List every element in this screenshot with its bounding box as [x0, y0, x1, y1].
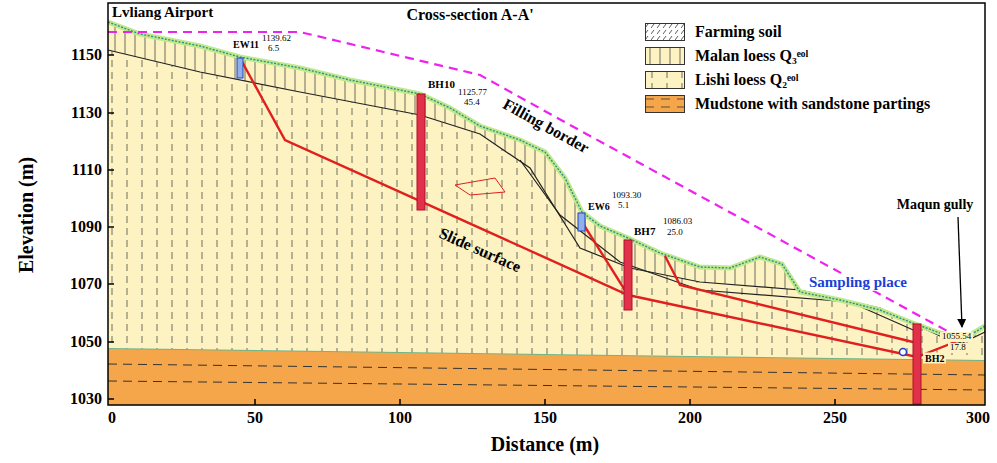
well-id: EW6 [588, 201, 610, 212]
borehole-bar [624, 240, 632, 310]
depth-value: 5.1 [618, 201, 629, 211]
legend-swatch [645, 71, 685, 89]
legend-item: Mudstone with sandstone partings [645, 92, 930, 116]
elevation-value: 1093.30 [612, 191, 641, 201]
tick-label: 250 [823, 409, 847, 427]
tick-label: 1150 [71, 46, 102, 64]
slide-surface-line [240, 58, 960, 357]
borehole-id: BH7 [634, 225, 655, 237]
elevation-value: 1125.77 [458, 88, 487, 98]
parting-line [108, 381, 985, 390]
plot-frame [108, 3, 985, 405]
boundary-label: Filling border [500, 95, 592, 157]
axis-title: Elevation (m) [15, 157, 37, 273]
tick-label: 200 [678, 409, 702, 427]
layer-boundary [108, 50, 985, 343]
legend-text: Lishi loess Q₂ᵉᵒˡ [695, 71, 799, 89]
elevation-value: 1086.03 [663, 217, 692, 227]
legend-item: Lishi loess Q₂ᵉᵒˡ [645, 68, 930, 92]
farming-soil-surface [108, 22, 985, 340]
depth-value: 25.0 [667, 228, 683, 238]
depth-value: 6.5 [268, 44, 279, 54]
slide-surface-line [665, 256, 917, 343]
slide-surface-label: Slide surface [436, 224, 523, 276]
tick-label: 0 [108, 409, 116, 427]
borehole-id: BH10 [428, 78, 455, 90]
gully-arrow [958, 217, 962, 327]
tick-label: 1130 [71, 104, 102, 122]
depth-value: 45.4 [464, 98, 480, 108]
tick-label: 300 [966, 409, 990, 427]
place-name: Lvliang Airport [112, 4, 213, 21]
tick-label: 100 [388, 409, 412, 427]
tick-label: 150 [533, 409, 557, 427]
figure-title: Cross-section A-A' [406, 6, 533, 24]
borehole-bar [417, 94, 425, 210]
elevation-value: 1055.54 [940, 332, 973, 342]
legend-item: Farming soil [645, 20, 930, 44]
legend-swatch [645, 95, 685, 113]
legend-text: Malan loess Q₃ᵉᵒˡ [695, 47, 808, 65]
tick-label: 1070 [70, 275, 102, 293]
legend: Farming soilMalan loess Q₃ᵉᵒˡLishi loess… [645, 20, 930, 116]
slide-surface-line [582, 222, 628, 295]
elevation-value: 1139.62 [262, 34, 291, 44]
sampling-label: Sampling place [807, 274, 909, 291]
place-name: Maqun gully [897, 197, 974, 212]
borehole-bar [913, 324, 921, 404]
legend-text: Mudstone with sandstone partings [695, 95, 930, 113]
axis-title: Distance (m) [491, 433, 599, 455]
parting-line [108, 364, 985, 375]
borehole-id: BH2 [923, 353, 946, 364]
filling-border-line [108, 32, 960, 338]
lishi-loess-layer [108, 50, 985, 360]
malan-loess-layer [108, 22, 985, 343]
legend-text: Farming soil [695, 23, 782, 41]
tick-label: 50 [247, 409, 263, 427]
depth-value: 17.8 [948, 343, 968, 353]
well-symbol [578, 213, 585, 231]
legend-item: Malan loess Q₃ᵉᵒˡ [645, 44, 930, 68]
legend-swatch [645, 23, 685, 41]
slide-direction-symbol [455, 178, 505, 195]
well-id: EW11 [233, 39, 259, 50]
sampling-point [900, 349, 907, 356]
ground-line [108, 22, 985, 340]
tick-label: 1110 [72, 161, 102, 179]
tick-label: 1050 [70, 333, 102, 351]
well-symbol [237, 58, 243, 78]
legend-swatch [645, 47, 685, 65]
tick-label: 1030 [70, 390, 102, 408]
tick-label: 1090 [70, 218, 102, 236]
